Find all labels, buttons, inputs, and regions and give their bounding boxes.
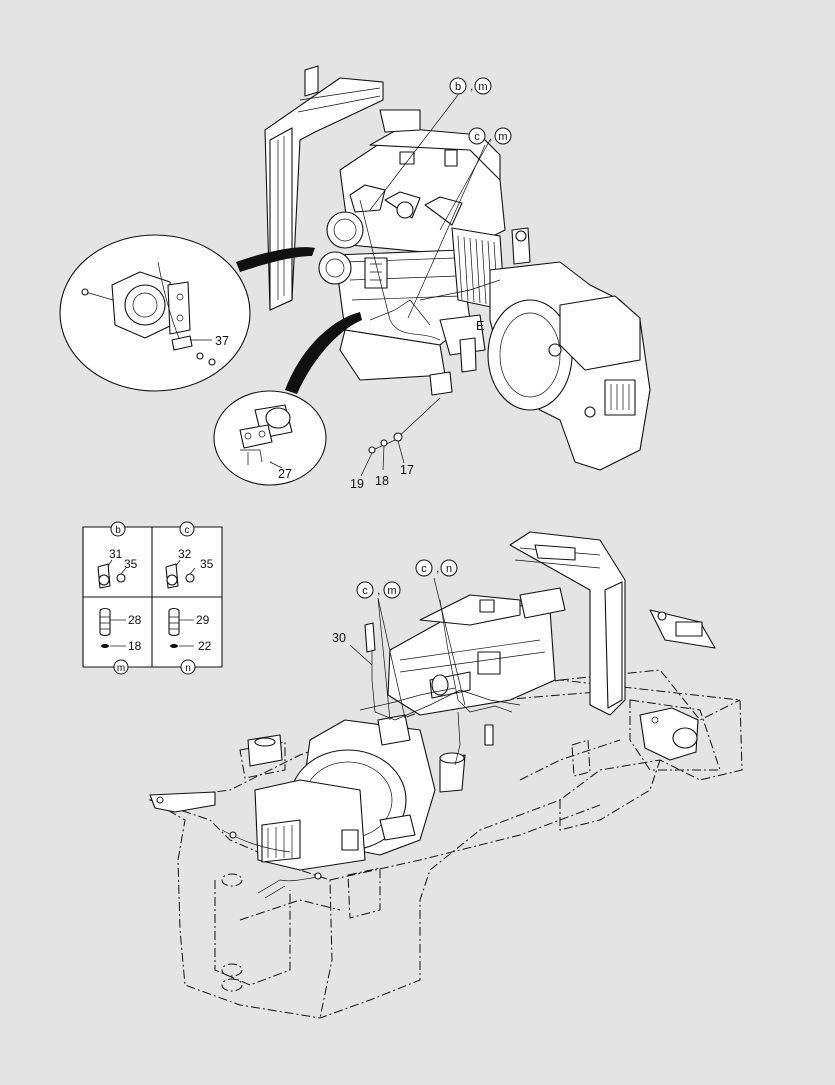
engine-assembly-top: E: [264, 65, 651, 471]
right-bracket: [639, 609, 716, 761]
harness-top: [359, 199, 501, 341]
tag-separator: ,: [436, 561, 439, 575]
tag-circle-m: m: [498, 131, 507, 143]
tag-separator: ,: [489, 129, 492, 143]
tag-c-m-top: c , m: [468, 127, 512, 145]
harness-top-2: [369, 299, 431, 326]
converter-housing-bottom: [254, 714, 466, 871]
detail-bubble-solenoid: 27: [213, 312, 362, 486]
tag-circle-m: m: [478, 81, 487, 93]
radiator-top: [264, 65, 384, 311]
bolt-stack: 17 18 19: [350, 397, 441, 491]
transmission-top: [429, 261, 651, 471]
legend-cell-c: c 32 35: [165, 521, 214, 589]
tag-circle-m: m: [387, 585, 396, 597]
detail-bubble-alternator: 37: [59, 234, 315, 392]
leader-cm-top: [407, 144, 486, 319]
callout-18: 18: [375, 474, 389, 488]
leader-cm-bottom: [377, 597, 406, 721]
leader-cm-top-2: [439, 139, 491, 231]
legend-m-part-b: 18: [128, 639, 142, 653]
tag-circle-c: c: [362, 585, 368, 597]
callout-17: 17: [400, 463, 414, 477]
tag-circle-c: c: [474, 131, 480, 143]
callout-37: 37: [215, 334, 229, 348]
legend-cell-n: 29 22 n: [168, 607, 212, 675]
legend-n-part-a: 29: [196, 613, 210, 627]
alternator-on-engine: [318, 211, 388, 289]
legend-m-part-a: 28: [128, 613, 142, 627]
tag-circle-c: c: [421, 563, 427, 575]
tag-separator: ,: [470, 79, 473, 93]
legend-cell-m: 28 18 m: [99, 607, 142, 675]
legend-n-part-b: 22: [198, 639, 212, 653]
legend-tag-b: b: [115, 525, 121, 536]
legend-tag-m: m: [117, 663, 125, 674]
tag-separator: ,: [377, 583, 380, 597]
callout-30: 30: [332, 631, 346, 645]
legend-c-part-b: 35: [200, 557, 214, 571]
leader-30: [349, 644, 373, 666]
leader-cn-bottom: [433, 577, 466, 706]
tag-c-m-bottom: c , m: [356, 581, 401, 599]
legend-table: b 31 35 c 32 35: [82, 521, 223, 675]
legend-b-part-b: 35: [124, 557, 138, 571]
callout-19: 19: [350, 477, 364, 491]
legend-b-part-a: 31: [109, 547, 123, 561]
leader-bm-top: [369, 94, 459, 211]
tag-circle-b: b: [455, 81, 461, 93]
legend-cell-b: b 31 35: [97, 521, 138, 589]
front-bracket-left: [149, 734, 283, 813]
tag-b-m-top: b , m: [449, 77, 492, 95]
legend-c-part-a: 32: [178, 547, 192, 561]
radiator-bottom: [509, 531, 626, 716]
engine-block-top: [334, 109, 506, 381]
legend-tag-c: c: [185, 525, 190, 536]
engine-block-bottom: [387, 587, 566, 716]
frame-assembly-bottom: 30: [148, 531, 743, 1019]
e-mark: E: [476, 319, 484, 333]
harness-bottom: [221, 599, 521, 899]
tag-c-n-bottom: c , n: [415, 559, 458, 577]
callout-27: 27: [278, 467, 292, 481]
tag-circle-n: n: [446, 563, 452, 575]
legend-tag-n: n: [185, 663, 191, 674]
